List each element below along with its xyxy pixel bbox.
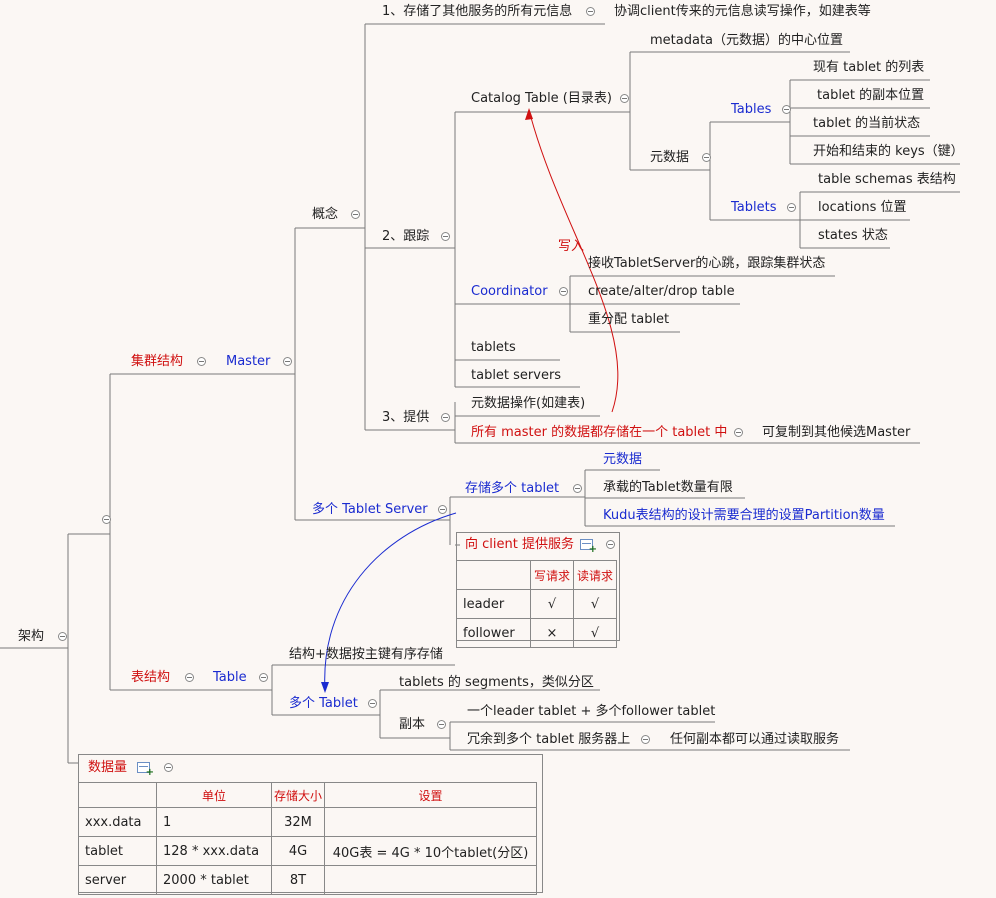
table-cell: follower [456, 618, 531, 648]
table-header-cell: 单位 [156, 782, 272, 808]
table-cell: tablet [78, 836, 157, 866]
table-cell: 32M [270, 807, 326, 837]
collapse-toggle-icon[interactable] [164, 763, 173, 772]
collapse-toggle-icon[interactable] [58, 632, 67, 641]
collapse-toggle-icon[interactable] [438, 505, 447, 514]
client-service-title[interactable]: 向 client 提供服务 [465, 537, 574, 552]
volume-table: 单位 存储大小 设置 xxx.data 1 32M tablet 128 * x… [78, 782, 538, 895]
tablets-item[interactable]: states 状态 [818, 228, 888, 243]
replica-note[interactable]: 任何副本都可以通过读取服务 [670, 732, 840, 747]
coordinator-item[interactable]: create/alter/drop table [588, 284, 735, 299]
tables-item[interactable]: tablet 的副本位置 [817, 88, 925, 103]
item1-note[interactable]: 协调client传来的元信息读写操作，如建表等 [614, 4, 871, 19]
table-header-cell: 存储大小 [270, 782, 326, 808]
coordinator-item[interactable]: 接收TabletServer的心跳，跟踪集群状态 [588, 256, 826, 271]
collapse-toggle-icon[interactable] [734, 428, 743, 437]
table-cell: xxx.data [78, 807, 157, 837]
collapse-toggle-icon[interactable] [437, 720, 446, 729]
root-node[interactable]: 架构 [18, 629, 45, 644]
collapse-toggle-icon[interactable] [283, 357, 292, 366]
collapse-toggle-icon[interactable] [787, 203, 796, 212]
table-header-cell: 读请求 [573, 560, 618, 590]
collapse-toggle-icon[interactable] [185, 673, 194, 682]
store-item[interactable]: Kudu表结构的设计需要合理的设置Partition数量 [603, 508, 885, 523]
tablets-node[interactable]: tablets [471, 340, 516, 355]
item3-node[interactable]: 3、提供 [382, 410, 430, 425]
tablets-item[interactable]: locations 位置 [818, 200, 907, 215]
tablets-meta-node[interactable]: Tablets [731, 200, 777, 215]
tables-item[interactable]: tablet 的当前状态 [813, 116, 921, 131]
replica-node[interactable]: 副本 [399, 717, 426, 732]
collapse-toggle-icon[interactable] [606, 540, 615, 549]
table-cell: server [78, 865, 157, 895]
collapse-toggle-icon[interactable] [441, 413, 450, 422]
tablets-item[interactable]: table schemas 表结构 [818, 172, 956, 187]
coordinator-node[interactable]: Coordinator [471, 284, 548, 299]
catalog-center-node[interactable]: metadata（元数据）的中心位置 [650, 33, 844, 48]
collapse-toggle-icon[interactable] [441, 232, 450, 241]
table-cell: leader [456, 589, 531, 619]
collapse-toggle-icon[interactable] [368, 699, 377, 708]
client-service-table: 写请求 读请求 leader √ √ follower × √ [456, 560, 618, 648]
collapse-toggle-icon[interactable] [586, 7, 595, 16]
table-header-cell: 写请求 [529, 560, 575, 590]
tablet-server-node[interactable]: 多个 Tablet Server [312, 502, 428, 517]
tables-item[interactable]: 现有 tablet 的列表 [813, 60, 925, 75]
store-tablets-node[interactable]: 存储多个 tablet [465, 481, 560, 496]
table-cell: 4G [270, 836, 326, 866]
multi-tablet-node[interactable]: 多个 Tablet [289, 696, 358, 711]
segments-node[interactable]: tablets 的 segments，类似分区 [399, 675, 594, 690]
concept-node[interactable]: 概念 [312, 207, 339, 222]
collapse-toggle-icon[interactable] [102, 515, 111, 524]
table-cell: √ [529, 589, 575, 619]
store-item[interactable]: 承载的Tablet数量有限 [603, 480, 733, 495]
table-header-cell [78, 782, 157, 808]
tables-item[interactable]: 开始和结束的 keys（键） [813, 144, 964, 159]
master-node[interactable]: Master [226, 354, 271, 369]
collapse-toggle-icon[interactable] [559, 287, 568, 296]
collapse-toggle-icon[interactable] [702, 153, 711, 162]
schema-node[interactable]: 表结构 [131, 670, 171, 685]
table-cell: √ [573, 618, 618, 648]
collapse-toggle-icon[interactable] [641, 735, 650, 744]
metadata-node[interactable]: 元数据 [650, 150, 690, 165]
item2-node[interactable]: 2、跟踪 [382, 229, 430, 244]
collapse-toggle-icon[interactable] [782, 105, 791, 114]
volume-title[interactable]: 数据量 [88, 760, 128, 775]
tablet-servers-node[interactable]: tablet servers [471, 368, 562, 383]
table-cell [324, 865, 538, 895]
replica-item[interactable]: 一个leader tablet + 多个follower tablet [467, 704, 716, 719]
table-cell [324, 807, 538, 837]
add-table-icon[interactable] [137, 762, 154, 778]
tables-node[interactable]: Tables [731, 102, 772, 117]
table-cell: × [529, 618, 575, 648]
table-cell: 1 [156, 807, 272, 837]
collapse-toggle-icon[interactable] [620, 94, 629, 103]
write-label: 写入 [558, 239, 585, 254]
catalog-table-node[interactable]: Catalog Table (目录表) [471, 91, 612, 106]
cluster-node[interactable]: 集群结构 [131, 354, 184, 369]
table-node[interactable]: Table [213, 670, 247, 685]
metadata-op-node[interactable]: 元数据操作(如建表) [471, 396, 586, 411]
table-cell: 2000 * tablet [156, 865, 272, 895]
store-item[interactable]: 元数据 [603, 452, 643, 467]
collapse-toggle-icon[interactable] [573, 484, 582, 493]
master-store-node[interactable]: 所有 master 的数据都存储在一个 tablet 中 [471, 425, 728, 440]
add-table-icon[interactable] [580, 539, 597, 555]
table-header-cell [456, 560, 531, 590]
table-cell: 8T [270, 865, 326, 895]
table-cell: √ [573, 589, 618, 619]
collapse-toggle-icon[interactable] [351, 210, 360, 219]
struct-node[interactable]: 结构+数据按主键有序存储 [289, 647, 443, 662]
table-cell: 128 * xxx.data [156, 836, 272, 866]
replicate-node[interactable]: 可复制到其他候选Master [762, 425, 911, 440]
table-header-cell: 设置 [324, 782, 538, 808]
coordinator-item[interactable]: 重分配 tablet [588, 312, 670, 327]
collapse-toggle-icon[interactable] [259, 673, 268, 682]
collapse-toggle-icon[interactable] [197, 357, 206, 366]
replica-item[interactable]: 冗余到多个 tablet 服务器上 [467, 732, 631, 747]
table-cell: 40G表 = 4G * 10个tablet(分区) [324, 836, 538, 866]
item1-node[interactable]: 1、存储了其他服务的所有元信息 [382, 4, 573, 19]
